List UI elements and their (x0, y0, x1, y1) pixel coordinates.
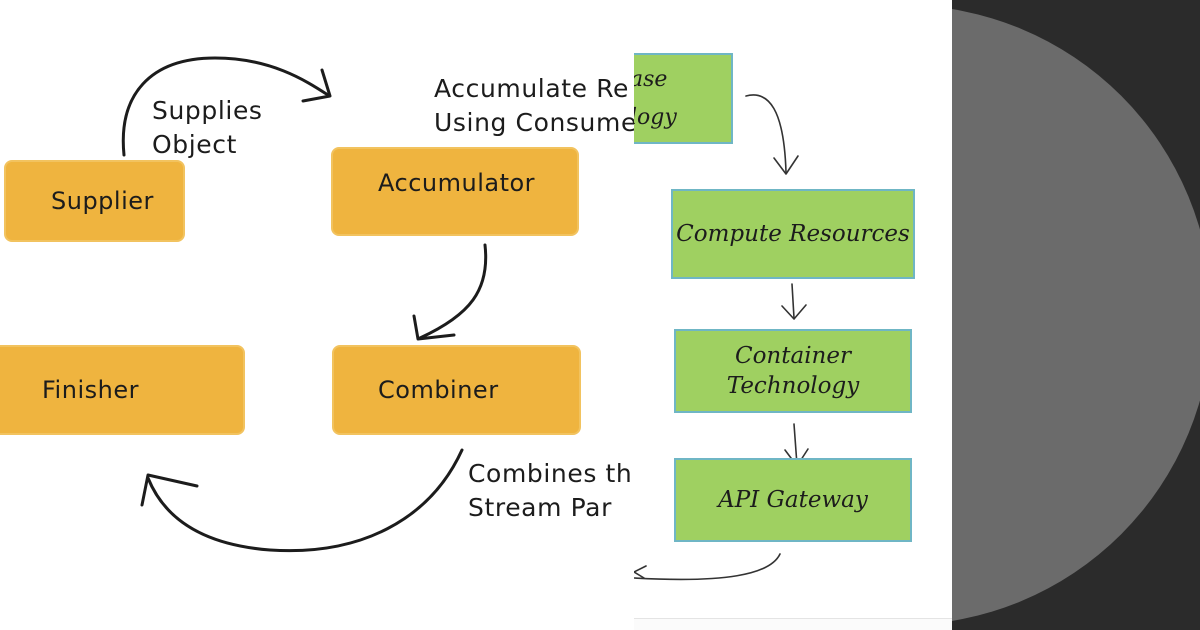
finisher-label: Finisher (42, 376, 139, 404)
supplies-line1: Supplies (152, 96, 263, 125)
container-line2: Technology (726, 373, 860, 399)
container-line1: Container (734, 343, 851, 369)
combines-line2: Stream Par (468, 493, 612, 522)
collector-diagram: Supplier Accumulator Finisher Combiner S… (0, 56, 640, 553)
accumulate-line2: Using Consumer (434, 108, 640, 137)
combines-line1: Combines th (468, 459, 633, 488)
supplies-object-note: Supplies Object (152, 94, 263, 162)
compute-resources-label: Compute Resources (676, 221, 910, 247)
top-to-compute-arrowhead (773, 155, 799, 175)
accumulator-label: Accumulator (378, 168, 536, 197)
spreadsheet-grid-strip (634, 618, 952, 630)
accumulator-to-combiner-arrow (418, 243, 488, 340)
left-arrows (121, 56, 488, 553)
right-arrows (634, 94, 809, 581)
api-outgoing-arrow (634, 553, 781, 581)
compute-to-container-arrowhead (781, 304, 807, 320)
supplier-node: Supplier (4, 160, 185, 242)
accumulate-line1: Accumulate Re (434, 74, 630, 103)
finisher-node: Finisher (0, 345, 245, 435)
gray-circle-shape (952, 5, 1200, 625)
combiner-node: Combiner (332, 345, 581, 435)
supplier-to-accumulator-arrow (121, 56, 330, 157)
api-gateway-label: API Gateway (718, 487, 868, 513)
supplier-label: Supplier (51, 187, 154, 215)
accumulator-node: Accumulator (331, 147, 579, 236)
dark-side-panel (952, 0, 1200, 630)
combiner-label: Combiner (378, 376, 499, 404)
compute-resources-node: Compute Resources (671, 189, 915, 279)
combines-note: Combines th Stream Par (468, 457, 632, 525)
compute-to-container-arrow (791, 283, 795, 319)
supplier-to-accumulator-arrowhead (301, 68, 332, 103)
top-to-compute-arrow (745, 94, 787, 173)
api-gateway-node: API Gateway (674, 458, 912, 542)
supplies-line2: Object (152, 130, 238, 159)
container-technology-node: Container Technology (674, 329, 912, 413)
api-outgoing-arrowhead (634, 565, 647, 579)
combiner-to-finisher-arrowhead (140, 473, 199, 507)
accumulate-note: Accumulate Re Using Consumer (434, 72, 640, 140)
top-fragment-line1: ase (634, 66, 668, 92)
stack-diagram: ase logy Compute Resources Container Tec… (634, 0, 952, 630)
top-partial-node: ase logy (634, 53, 733, 144)
accumulator-to-combiner-arrowhead (412, 314, 456, 341)
combiner-to-finisher-arrow (146, 448, 464, 553)
top-fragment-line2: logy (634, 104, 677, 130)
